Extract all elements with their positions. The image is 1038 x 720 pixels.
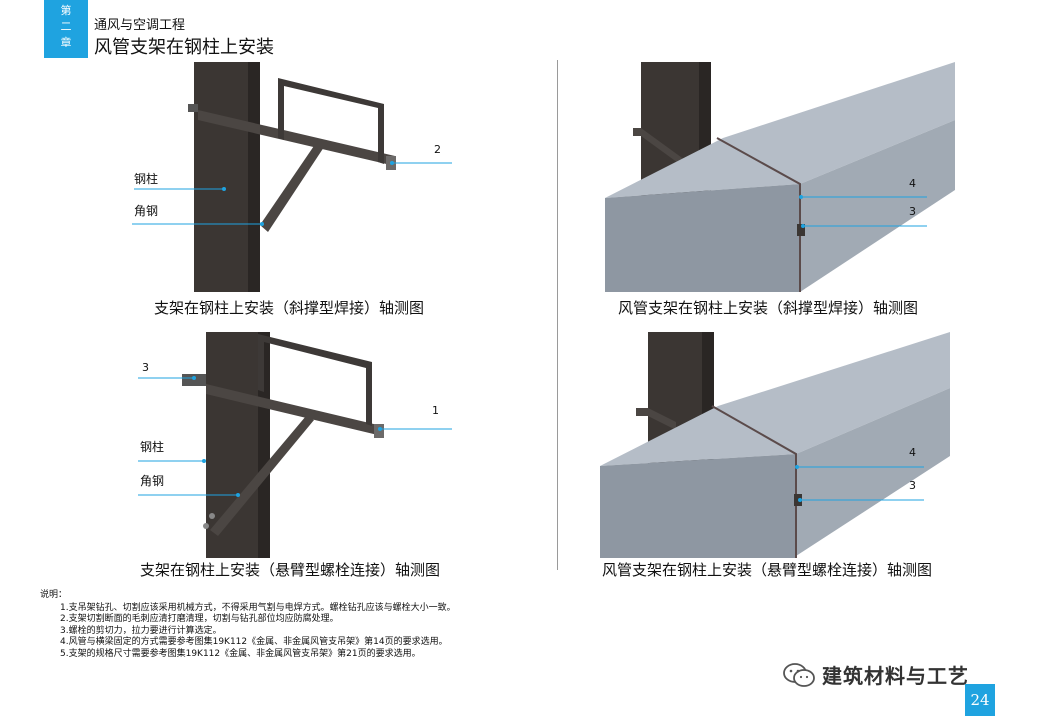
label-steel-column: 钢柱 (140, 440, 165, 454)
page-number: 24 (965, 684, 995, 716)
angle-steel-stub (188, 104, 198, 112)
chapter-char: 二 (60, 20, 72, 33)
duct-front (605, 184, 800, 292)
bracket-end-plate (374, 424, 384, 438)
callout-number: 3 (142, 361, 149, 374)
bracket-end-plate (797, 224, 805, 236)
diagonal-brace (260, 140, 326, 232)
callout-number: 2 (434, 143, 441, 156)
note-item: 5.支架的规格尺寸需要参考图集19K112《金属、非金属风管支吊架》第21页的要… (60, 648, 421, 659)
figure-bl-illustration (138, 332, 452, 558)
notes-block: 说明： 1.支吊架钻孔、切割应该采用机械方式，不得采用气割与电焊方式。螺栓钻孔应… (40, 590, 456, 660)
bolt (209, 513, 215, 519)
bracket-arm (198, 110, 395, 166)
wechat-icon (783, 662, 815, 687)
callout-number: 3 (909, 205, 916, 218)
bracket-arm (206, 384, 382, 436)
note-item: 2.支架切割断面的毛刺应清打磨清理，切割与钻孔部位均应防腐处理。 (60, 614, 339, 624)
figure-caption: 支架在钢柱上安装（悬臂型螺栓连接）轴测图 (140, 561, 441, 579)
section-subtitle: 通风与空调工程 (94, 18, 186, 33)
note-item: 3.螺栓的剪切力，拉力要进行计算选定。 (60, 625, 222, 636)
duct-front (600, 454, 796, 558)
page-title: 风管支架在钢柱上安装 (94, 37, 274, 58)
note-item: 4.风管与横梁固定的方式需要参考图集19K112《金属、非金属风管支吊架》第14… (60, 637, 448, 647)
duct-joint (716, 137, 801, 292)
label-angle-steel: 角钢 (140, 474, 165, 488)
chapter-char: 章 (60, 36, 72, 49)
duct-side (800, 120, 955, 292)
label-steel-column: 钢柱 (134, 172, 159, 186)
chapter-tab: 第 二 章 (44, 0, 88, 58)
label-angle-steel: 角钢 (134, 204, 159, 218)
notes-heading: 说明： (40, 590, 68, 600)
figure-tl-illustration (132, 62, 452, 292)
callout-number: 1 (432, 404, 439, 417)
note-item: 1.支吊架钻孔、切割应该采用机械方式，不得采用气割与电焊方式。螺栓钻孔应该与螺栓… (60, 602, 456, 613)
angle-steel-stub (636, 408, 676, 430)
watermark-text: 建筑材料与工艺 (822, 664, 969, 688)
hanger-frame (278, 78, 384, 164)
figure-tr-illustration (605, 62, 955, 292)
callout-number: 3 (909, 479, 916, 492)
duct-side (796, 388, 950, 556)
chapter-char: 第 (60, 4, 72, 17)
figure-caption: 支架在钢柱上安装（斜撑型焊接）轴测图 (154, 299, 425, 317)
duct-top (605, 62, 955, 198)
callout-number: 4 (909, 177, 916, 190)
watermark: 建筑材料与工艺 (782, 660, 969, 689)
figure-caption: 风管支架在钢柱上安装（斜撑型焊接）轴测图 (618, 299, 919, 317)
figure-br-illustration (600, 332, 950, 558)
callout-number: 4 (909, 446, 916, 459)
figure-caption: 风管支架在钢柱上安装（悬臂型螺栓连接）轴测图 (602, 561, 933, 579)
duct-top (600, 332, 950, 466)
notes-list: 1.支吊架钻孔、切割应该采用机械方式，不得采用气割与电焊方式。螺栓钻孔应该与螺栓… (40, 603, 456, 661)
hanger-frame (258, 334, 372, 426)
angle-steel-stub (633, 128, 685, 168)
duct-joint (711, 405, 797, 558)
bolt (203, 523, 209, 529)
diagonal-brace (210, 416, 314, 536)
vertical-divider (557, 60, 558, 570)
